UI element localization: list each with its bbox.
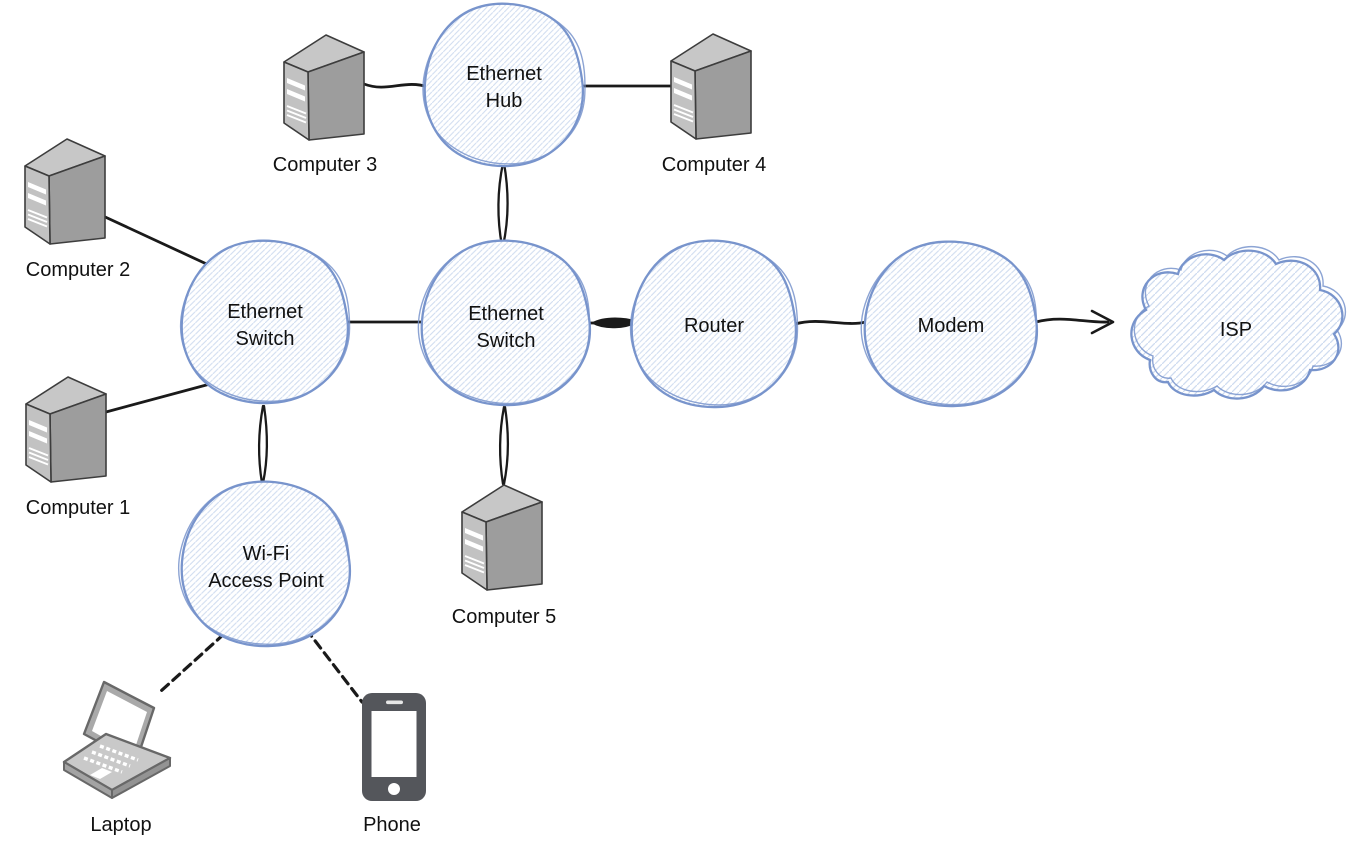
computer-tower-icon: [283, 34, 365, 141]
ethernet-hub-label-line1: Ethernet: [466, 63, 542, 85]
computer-tower-icon: [25, 376, 107, 483]
edge-computer1-switch-left: [104, 382, 212, 414]
node-modem: Modem: [845, 225, 1055, 420]
device-phone: Phone: [362, 693, 426, 836]
laptop-label: Laptop: [90, 814, 151, 836]
phone-icon: [362, 693, 426, 801]
device-computer4: Computer 4: [662, 33, 767, 176]
device-laptop: Laptop: [62, 680, 172, 836]
device-computer5: Computer 5: [452, 484, 557, 628]
node-wifi-access-point: Wi-Fi Access Point: [168, 471, 361, 654]
edges-layer: [101, 82, 1115, 704]
modem-label: Modem: [918, 315, 985, 337]
router-label: Router: [684, 315, 744, 337]
computer-tower-icon: [24, 138, 106, 245]
phone-label: Phone: [363, 814, 421, 836]
edge-computer3-hub: [362, 82, 430, 89]
computer3-label: Computer 3: [273, 154, 378, 176]
edge-wifi-ap-phone: [304, 627, 364, 704]
node-router: Router: [618, 228, 812, 417]
node-ethernet-hub: Ethernet Hub: [410, 0, 600, 177]
ethernet-switch-center-label-line1: Ethernet: [468, 303, 544, 325]
computer5-label: Computer 5: [452, 606, 557, 628]
edge-hub-switch-center: [497, 161, 509, 248]
ethernet-hub-label-line2: Hub: [486, 90, 523, 112]
device-computer1: Computer 1: [25, 376, 131, 519]
computer-tower-icon: [461, 484, 543, 591]
edge-switch-left-wifi-ap: [257, 404, 269, 485]
ethernet-switch-left-label-line2: Switch: [236, 328, 295, 350]
ethernet-switch-center-label-line2: Switch: [477, 330, 536, 352]
node-ethernet-switch-center: Ethernet Switch: [404, 226, 607, 418]
computer1-label: Computer 1: [26, 497, 131, 519]
edge-modem-isp: [1034, 309, 1115, 335]
isp-label: ISP: [1220, 319, 1252, 341]
wifi-access-point-label-line1: Wi-Fi: [243, 543, 290, 565]
computer-tower-icon: [670, 33, 752, 140]
edge-router-modem: [793, 320, 868, 326]
computer4-label: Computer 4: [662, 154, 767, 176]
ethernet-switch-left-label-line1: Ethernet: [227, 301, 303, 323]
isp-cloud-overdraw: [1133, 245, 1347, 396]
arrowhead-isp: [1090, 309, 1115, 335]
isp-cloud: [1130, 249, 1344, 400]
computer2-label: Computer 2: [26, 259, 131, 281]
edge-switch-center-computer5: [498, 405, 510, 486]
laptop-icon: [62, 680, 172, 799]
node-isp: ISP: [1130, 245, 1347, 400]
wifi-access-point-label-line2: Access Point: [208, 570, 324, 592]
edge-wifi-ap-laptop: [159, 632, 226, 693]
device-computer2: Computer 2: [24, 138, 131, 281]
device-computer3: Computer 3: [273, 34, 378, 176]
node-ethernet-switch-left: Ethernet Switch: [169, 229, 363, 413]
